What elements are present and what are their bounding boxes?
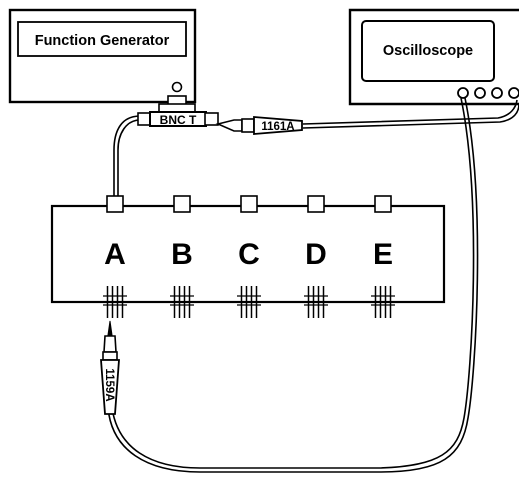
test-point-e-connector <box>374 195 392 213</box>
cable-oscilloscope-to-1159a-edge <box>107 97 479 473</box>
test-points: A B C D E <box>103 195 395 318</box>
probe-1159a: 1159A <box>100 320 120 415</box>
oscilloscope-input-4 <box>508 87 519 99</box>
bnc-t-right-end <box>204 112 219 126</box>
cable-1161a-to-oscilloscope-edge <box>302 103 519 129</box>
bnc-t-label: BNC T <box>160 113 197 127</box>
test-point-b: B <box>170 195 194 318</box>
test-point-e-label: E <box>373 238 393 271</box>
test-point-b-label: B <box>171 238 193 271</box>
function-generator-display <box>17 21 187 57</box>
probe-1159a-body <box>100 359 120 415</box>
oscilloscope-screen <box>361 20 495 82</box>
cable-1161a-to-oscilloscope <box>302 99 518 125</box>
bnc-t-adapter: BNC T <box>137 95 219 127</box>
oscilloscope: Oscilloscope <box>348 8 519 106</box>
probe-1161a-collar <box>241 118 255 133</box>
probe-1159a-collar <box>102 351 118 361</box>
test-point-c-pins <box>237 286 261 318</box>
function-generator-output-connector <box>171 81 183 93</box>
test-point-b-pins <box>170 286 194 318</box>
test-point-c-connector <box>240 195 258 213</box>
probe-1161a-tip <box>215 119 243 132</box>
test-point-d-pins <box>304 286 328 318</box>
test-point-c-label: C <box>238 238 260 271</box>
test-point-a-connector <box>106 195 124 213</box>
test-point-a: A <box>103 195 127 318</box>
function-generator: Function Generator <box>8 8 197 104</box>
oscilloscope-label: Oscilloscope <box>383 43 473 59</box>
probe-1159a-tip <box>103 335 117 353</box>
test-point-d-connector <box>307 195 325 213</box>
test-point-b-connector <box>173 195 191 213</box>
oscilloscope-input-2 <box>474 87 486 99</box>
oscilloscope-input-3 <box>491 87 503 99</box>
probe-1161a-label: 1161A <box>261 121 294 133</box>
test-point-a-label: A <box>104 238 126 271</box>
test-point-e-pins <box>371 286 395 318</box>
circuit-board: A B C D E <box>50 195 446 318</box>
test-point-d: D <box>304 195 328 318</box>
cable-bnc-to-point-a-edge <box>117 119 141 198</box>
probe-1159a-label: 1159A <box>103 368 115 401</box>
cable-oscilloscope-to-1159a <box>111 97 475 469</box>
oscilloscope-input-1 <box>457 87 469 99</box>
probe-1159a-needle <box>107 320 113 336</box>
probe-1161a-body <box>253 116 303 135</box>
cable-bnc-to-point-a <box>113 115 141 198</box>
probe-1161a: 1161A <box>215 116 303 135</box>
test-point-a-pins <box>103 286 127 318</box>
test-point-e: E <box>371 195 395 318</box>
test-point-c: C <box>237 195 261 318</box>
function-generator-label: Function Generator <box>35 33 170 49</box>
test-point-d-label: D <box>305 238 327 271</box>
